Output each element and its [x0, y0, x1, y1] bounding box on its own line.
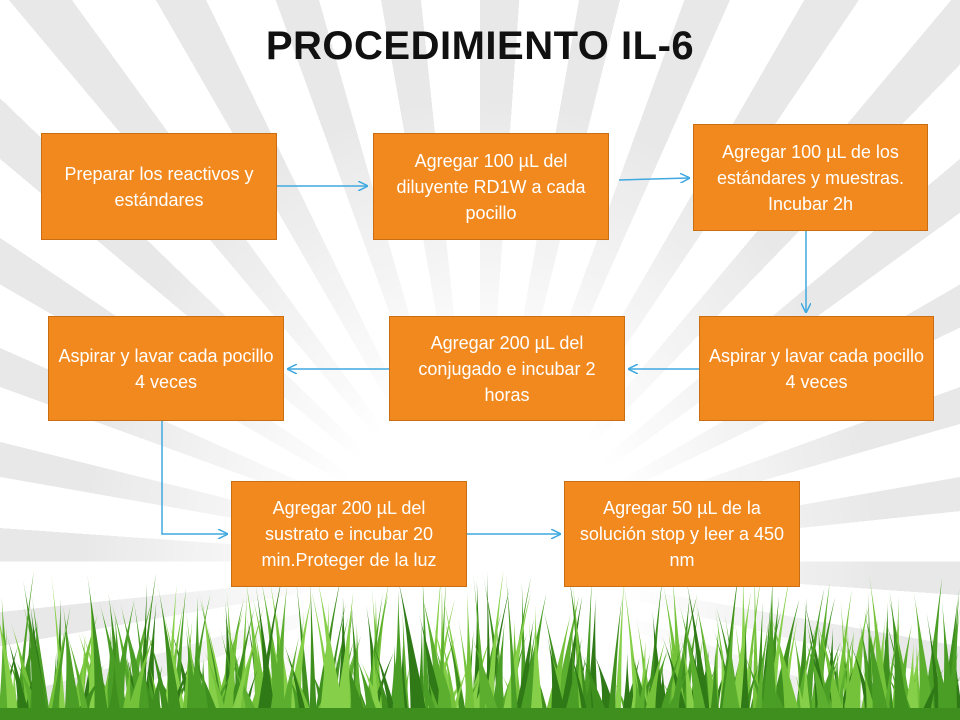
- step-1-prepare-reagents: Preparar los reactivos y estándares: [41, 133, 277, 240]
- slide-title: PROCEDIMIENTO IL-6: [265, 24, 695, 68]
- step-5-add-conjugate: Agregar 200 µL del conjugado e incubar 2…: [389, 316, 625, 421]
- step-4-aspirate-wash: Aspirar y lavar cada pocillo 4 veces: [699, 316, 934, 421]
- step-7-add-substrate: Agregar 200 µL del sustrato e incubar 20…: [231, 481, 467, 587]
- step-6-aspirate-wash: Aspirar y lavar cada pocillo 4 veces: [48, 316, 284, 421]
- step-3-add-standards: Agregar 100 µL de los estándares y muest…: [693, 124, 928, 231]
- step-2-add-diluent: Agregar 100 µL del diluyente RD1W a cada…: [373, 133, 609, 240]
- step-8-add-stop-solution: Agregar 50 µL de la solución stop y leer…: [564, 481, 800, 587]
- grass-decoration: [0, 570, 960, 720]
